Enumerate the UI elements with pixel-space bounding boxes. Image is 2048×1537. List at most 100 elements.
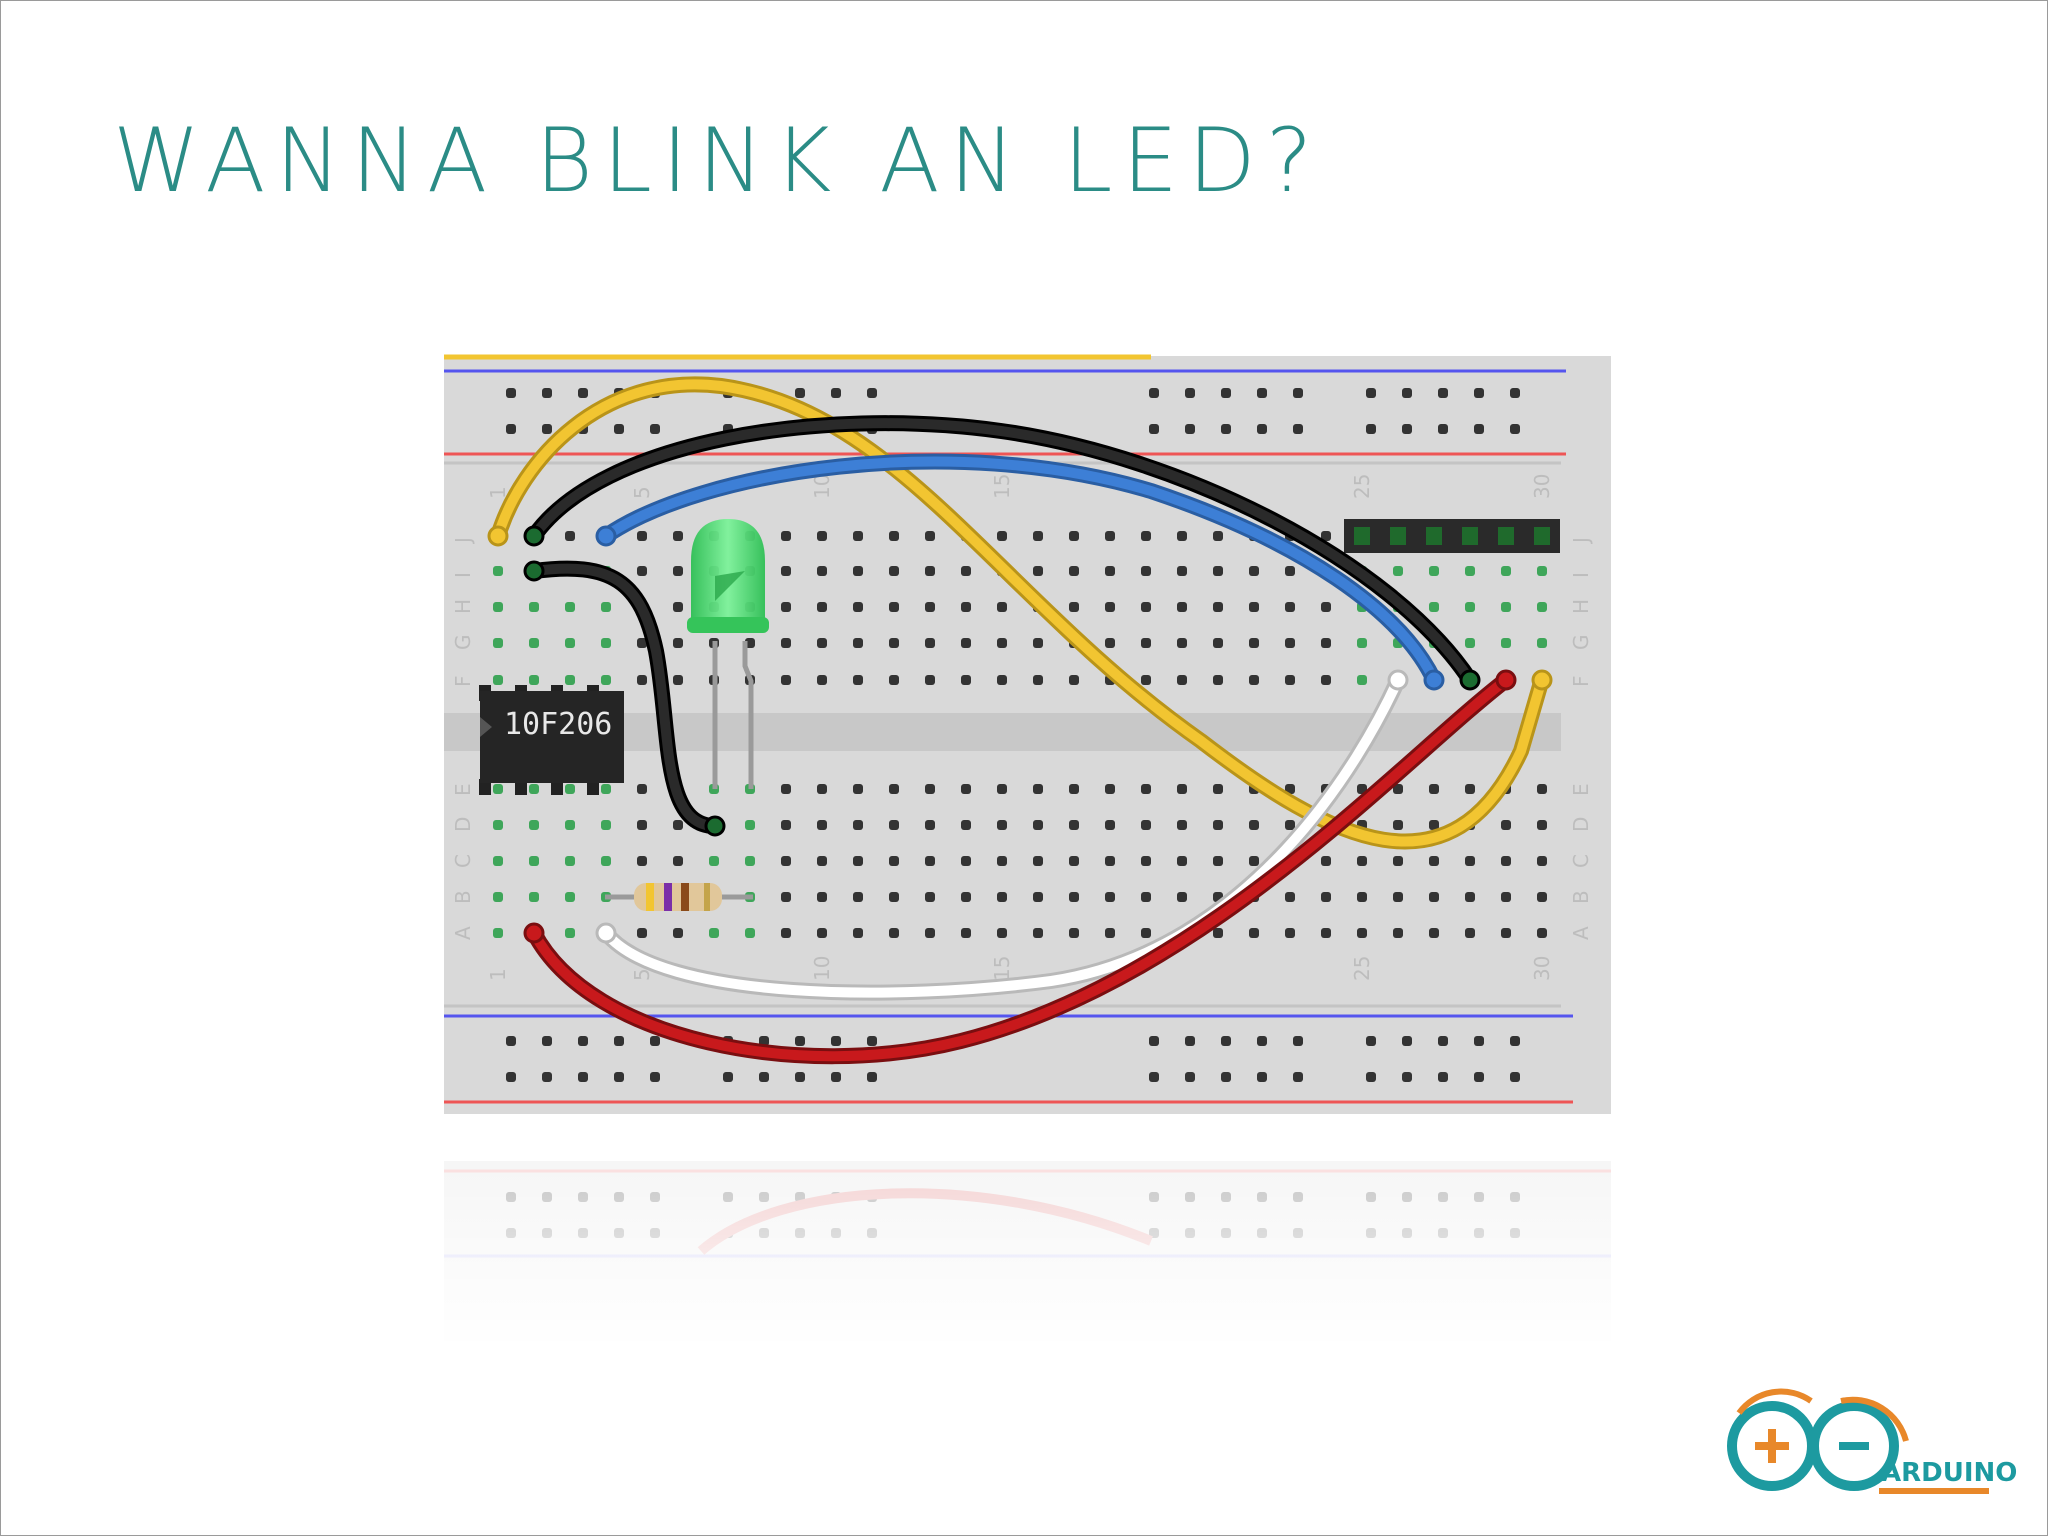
rail-hole xyxy=(1221,388,1231,398)
grid-hole xyxy=(673,566,683,576)
grid-hole xyxy=(853,928,863,938)
grid-hole xyxy=(1465,784,1475,794)
grid-hole xyxy=(1105,638,1115,648)
grid-hole xyxy=(493,856,503,866)
grid-hole xyxy=(1537,856,1547,866)
grid-hole xyxy=(1465,602,1475,612)
row-letter-label: I xyxy=(1569,572,1593,578)
grid-hole xyxy=(1321,602,1331,612)
grid-hole xyxy=(1105,531,1115,541)
column-number-label: 25 xyxy=(1350,956,1374,981)
column-number-label: 25 xyxy=(1350,474,1374,499)
grid-hole xyxy=(1285,675,1295,685)
row-letter-label: J xyxy=(1569,537,1593,545)
grid-hole xyxy=(1105,856,1115,866)
grid-hole xyxy=(1285,602,1295,612)
grid-hole xyxy=(709,856,719,866)
grid-hole xyxy=(1213,531,1223,541)
grid-hole xyxy=(961,638,971,648)
grid-hole xyxy=(565,675,575,685)
rail-hole xyxy=(1257,1072,1267,1082)
rail-hole xyxy=(1257,388,1267,398)
rail-hole xyxy=(578,1072,588,1082)
grid-hole xyxy=(1537,820,1547,830)
grid-hole xyxy=(961,928,971,938)
grid-hole xyxy=(1177,531,1187,541)
rail-hole xyxy=(578,388,588,398)
grid-hole xyxy=(889,928,899,938)
grid-hole xyxy=(673,638,683,648)
rail-hole xyxy=(1293,424,1303,434)
grid-hole xyxy=(529,675,539,685)
grid-hole xyxy=(1537,638,1547,648)
grid-hole xyxy=(637,675,647,685)
grid-hole xyxy=(1393,856,1403,866)
grid-hole xyxy=(781,892,791,902)
grid-hole xyxy=(601,638,611,648)
grid-hole xyxy=(889,638,899,648)
rail-hole xyxy=(542,1072,552,1082)
rail-hole xyxy=(614,424,624,434)
grid-hole xyxy=(817,892,827,902)
grid-hole xyxy=(1177,602,1187,612)
rail-hole xyxy=(1185,388,1195,398)
grid-hole xyxy=(493,566,503,576)
grid-hole xyxy=(1537,784,1547,794)
grid-hole xyxy=(1501,820,1511,830)
grid-hole xyxy=(889,602,899,612)
grid-hole xyxy=(997,784,1007,794)
grid-hole xyxy=(565,784,575,794)
rail-hole xyxy=(795,1072,805,1082)
grid-hole xyxy=(997,602,1007,612)
column-number-label: 10 xyxy=(810,956,834,981)
grid-hole xyxy=(1465,856,1475,866)
grid-hole xyxy=(1537,892,1547,902)
row-letter-label: C xyxy=(451,854,475,868)
grid-hole xyxy=(1141,856,1151,866)
grid-hole xyxy=(817,566,827,576)
grid-hole xyxy=(1141,820,1151,830)
grid-hole xyxy=(1429,602,1439,612)
grid-hole xyxy=(1105,602,1115,612)
grid-hole xyxy=(601,675,611,685)
rail-hole xyxy=(759,1072,769,1082)
grid-hole xyxy=(1141,928,1151,938)
grid-hole xyxy=(673,675,683,685)
grid-hole xyxy=(1213,638,1223,648)
rail-hole xyxy=(542,388,552,398)
rail-hole xyxy=(650,1036,660,1046)
row-letter-label: I xyxy=(451,572,475,578)
grid-hole xyxy=(781,820,791,830)
row-letter-label: H xyxy=(1569,599,1593,614)
grid-hole xyxy=(493,784,503,794)
grid-hole xyxy=(925,566,935,576)
grid-hole xyxy=(1033,566,1043,576)
grid-hole xyxy=(1393,928,1403,938)
grid-hole xyxy=(673,820,683,830)
grid-hole xyxy=(1213,820,1223,830)
grid-hole xyxy=(565,856,575,866)
grid-hole xyxy=(889,675,899,685)
rail-hole xyxy=(542,1036,552,1046)
grid-hole xyxy=(1213,856,1223,866)
grid-hole xyxy=(1249,602,1259,612)
grid-hole xyxy=(817,675,827,685)
rail-hole xyxy=(1438,1072,1448,1082)
grid-hole xyxy=(1501,638,1511,648)
slide-title: WANNA BLINK AN LED? xyxy=(113,109,1323,212)
rail-hole xyxy=(795,1036,805,1046)
row-letter-label: D xyxy=(1569,817,1593,832)
grid-hole xyxy=(889,820,899,830)
grid-hole xyxy=(1069,531,1079,541)
grid-hole xyxy=(1033,784,1043,794)
rail-hole xyxy=(650,1072,660,1082)
grid-hole xyxy=(529,856,539,866)
grid-hole xyxy=(601,856,611,866)
grid-hole xyxy=(1141,602,1151,612)
rail-hole xyxy=(1293,1036,1303,1046)
row-letter-label: E xyxy=(451,783,475,796)
column-number-label: 15 xyxy=(990,474,1014,499)
grid-hole xyxy=(817,531,827,541)
grid-hole xyxy=(1213,602,1223,612)
grid-hole xyxy=(1213,784,1223,794)
